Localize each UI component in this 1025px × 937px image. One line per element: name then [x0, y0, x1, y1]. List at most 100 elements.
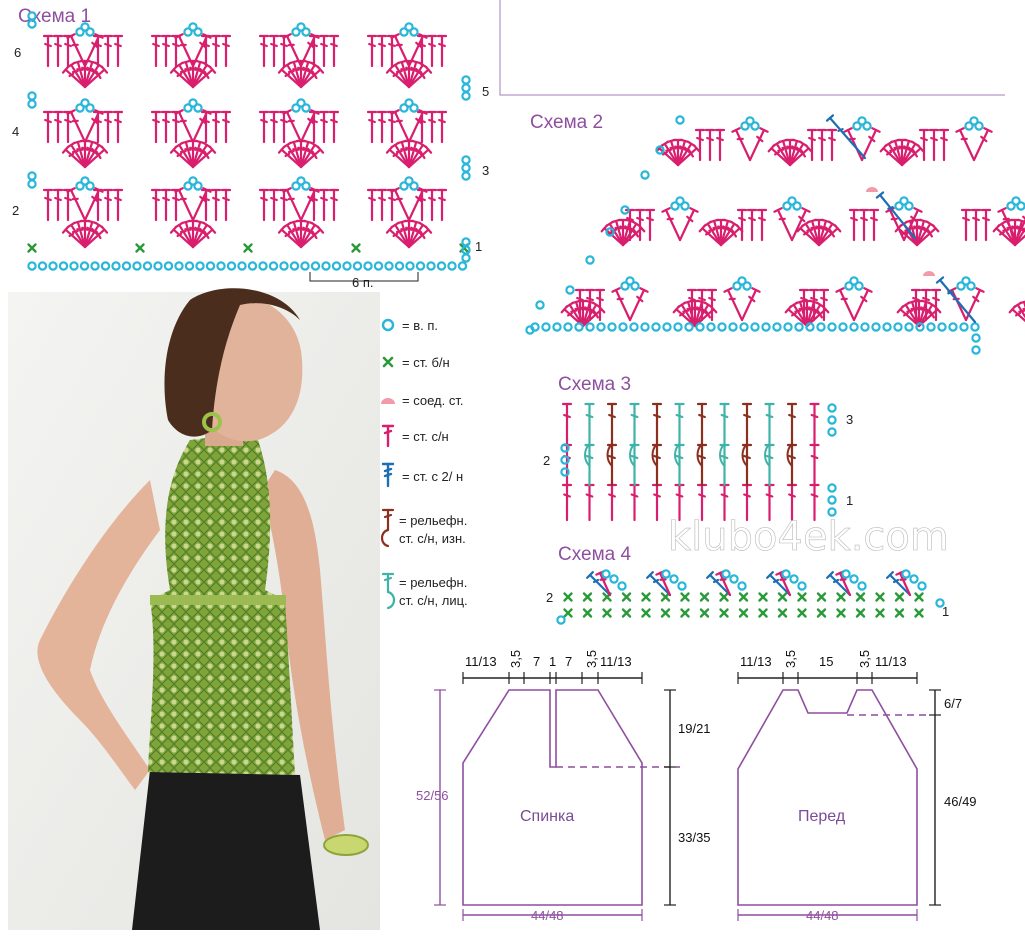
chain-stitch [737, 581, 747, 591]
dc-stitch [835, 287, 856, 322]
sc-stitch [875, 592, 885, 602]
chain-stitch [409, 181, 419, 191]
dc-stitch [376, 34, 388, 68]
chain-stitch [717, 322, 727, 332]
chain-stitch [100, 261, 111, 271]
sc-stitch [875, 608, 885, 618]
chain-stitch [565, 285, 575, 295]
dc-stitch [719, 402, 730, 446]
back-dim-neck-l: 7 [533, 654, 540, 669]
chain-stitch [670, 201, 680, 211]
slip-dome-icon [381, 398, 395, 404]
chain-stitch [560, 455, 570, 465]
chain-stitch [620, 205, 630, 215]
chain-stitch [789, 574, 799, 584]
chain-stitch [620, 281, 630, 291]
chain-stitch [860, 322, 870, 332]
chain-stitch [237, 261, 247, 271]
sc-stitch [719, 592, 729, 602]
dc-stitch [756, 208, 768, 242]
dc-stitch [736, 208, 748, 242]
sc-stitch [621, 608, 632, 618]
dc-stitch [160, 110, 172, 144]
dc-stitch [62, 110, 74, 144]
dc-stitch [875, 191, 917, 240]
chain-stitch [894, 201, 904, 211]
chain-stitch [183, 181, 193, 191]
chain-stitch [27, 261, 37, 271]
chain-stitch [301, 27, 311, 37]
scheme4-row-1: 1 [942, 604, 949, 619]
dc-stitch [816, 128, 828, 162]
dc-stitch [651, 483, 663, 522]
dc-stitch [376, 188, 388, 222]
dc-stitch [366, 34, 378, 68]
chain-stitch [142, 261, 153, 271]
chain-stitch [48, 261, 58, 271]
dc-stitch [150, 34, 162, 68]
chain-stitch [852, 121, 862, 131]
dc-stitch [1013, 234, 1025, 247]
chain-stitch [1006, 201, 1016, 211]
chain-stitch [193, 103, 203, 113]
scheme-3-chart [560, 402, 837, 522]
scheme-1-title: Схема 1 [18, 6, 91, 27]
dc-stitch [561, 402, 573, 446]
dc-stitch [278, 34, 290, 68]
dc-stitch [997, 207, 1018, 242]
chain-stitch [291, 27, 301, 37]
dc-stitch [407, 109, 428, 144]
chain-stitch [27, 19, 37, 29]
chain-stitch [675, 115, 685, 125]
dc-stitch [112, 34, 124, 68]
dc-stitch [191, 225, 217, 249]
chain-stitch [27, 179, 37, 189]
dc-stitch [860, 127, 881, 162]
chain-stitch [111, 261, 121, 271]
chain-stitch [409, 27, 419, 37]
scheme-4-title: Схема 4 [558, 544, 631, 565]
chain-stitch [961, 276, 971, 286]
legend-label-fp2: ст. с/н, лиц. [399, 593, 468, 608]
chain-stitch [461, 163, 471, 173]
hair [164, 288, 300, 437]
chain-stitch [857, 116, 867, 126]
dc-stitch [83, 33, 104, 68]
dc-stitch [386, 188, 398, 222]
dc-stitch [416, 188, 428, 222]
chain-stitch [742, 281, 752, 291]
chain-stitch [651, 322, 661, 332]
dc-stitch [52, 110, 64, 144]
dc-stitch [426, 34, 438, 68]
dc-stitch [299, 109, 320, 144]
dc-stitch [790, 207, 811, 242]
dc-stitch [416, 110, 428, 144]
chain-stitch [787, 196, 797, 206]
dc-stitch [210, 34, 222, 68]
chain-stitch [675, 196, 685, 206]
chain-stitch [740, 121, 750, 131]
dc-stitch [900, 144, 925, 167]
chain-stitch [552, 322, 562, 332]
chain-stitch [849, 574, 859, 584]
dc-stitch [210, 188, 222, 222]
dc-stitch [1019, 300, 1025, 311]
chain-stitch [849, 276, 859, 286]
chain-stitch [761, 322, 771, 332]
dc-stitch [390, 109, 411, 144]
chain-stitch [27, 171, 37, 181]
dc-stitch-icon [381, 424, 395, 448]
dc-stitch [809, 402, 820, 446]
chain-stitch [640, 170, 650, 180]
sc-stitch [777, 592, 788, 602]
dc-stitch [818, 288, 830, 322]
chain-stitch [560, 467, 570, 477]
chain-stitch [342, 261, 352, 271]
chain-stitch [405, 261, 415, 271]
dc-stitch [764, 402, 775, 446]
dc-stitch [696, 402, 708, 446]
chain-stitch [781, 569, 791, 579]
chain-stitch [461, 75, 471, 85]
chain-stitch [630, 281, 640, 291]
chain-stitch [937, 322, 947, 332]
